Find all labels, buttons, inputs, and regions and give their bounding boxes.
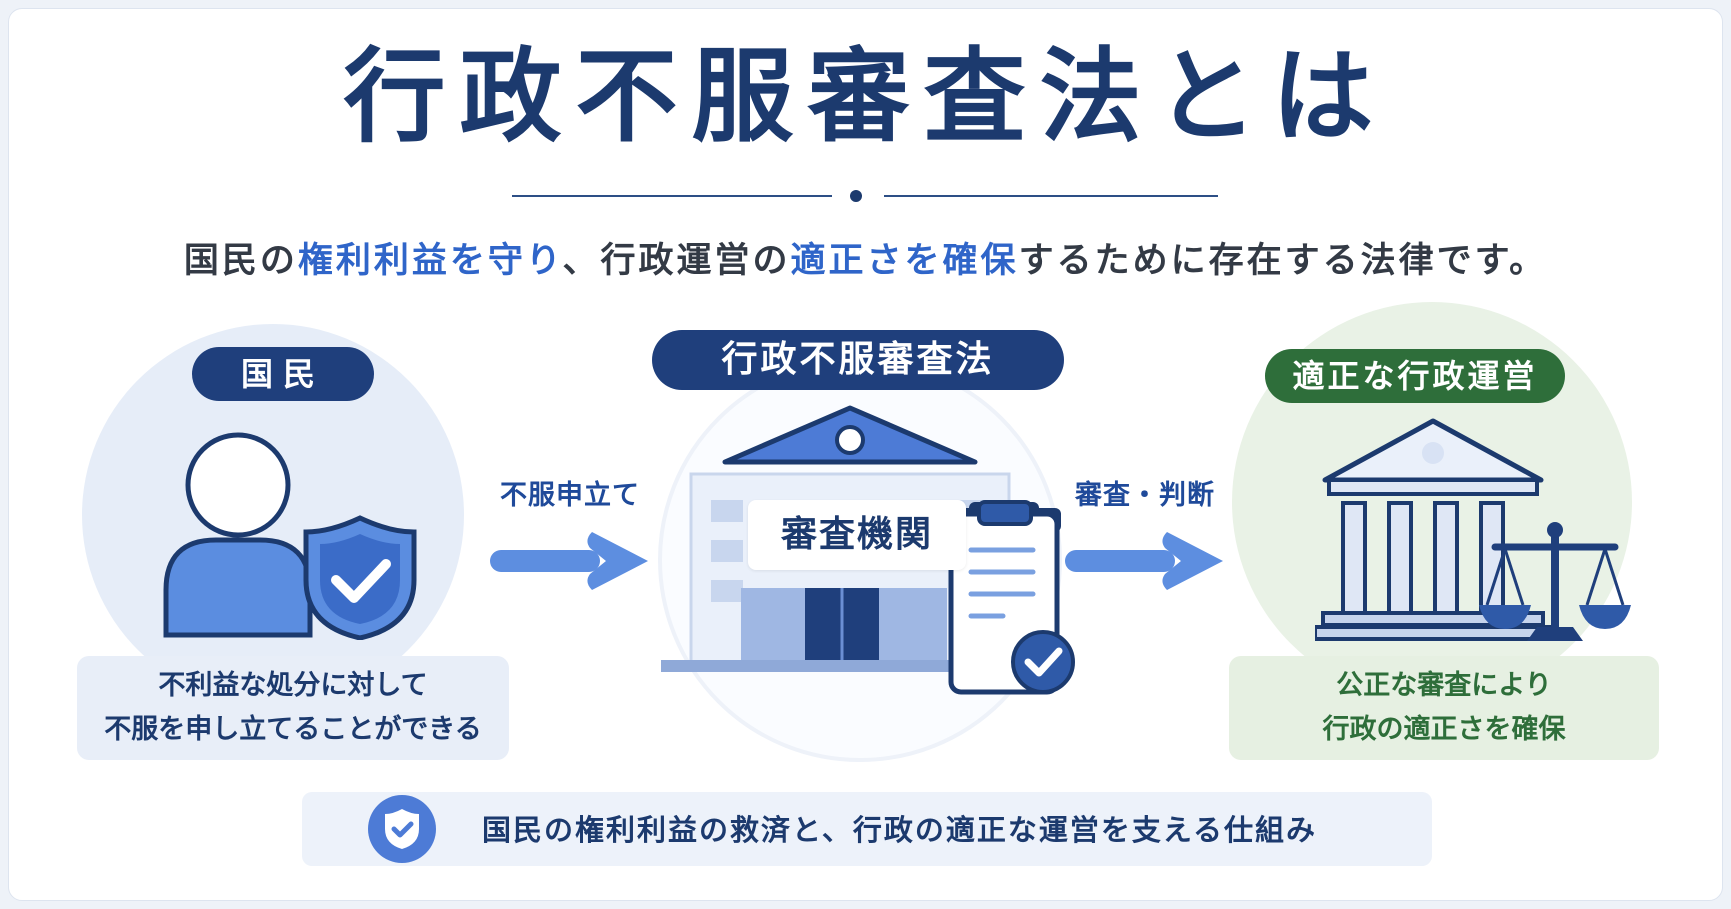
review-body-sign: 審査機関 <box>748 500 966 570</box>
citizen-description-line-2: 不服を申し立てることができる <box>104 714 482 745</box>
subtitle-highlight-1: 権利利益を守り <box>297 241 563 281</box>
page-title: 行政不服審査法とは <box>343 38 1388 157</box>
person-shield-icon <box>163 432 417 640</box>
arrow-right-icon <box>490 532 648 590</box>
administration-pill: 適正な行政運営 <box>1265 349 1565 403</box>
citizen-pill: 国民 <box>192 347 374 401</box>
shield-check-icon <box>368 795 436 863</box>
title-divider-dot <box>850 190 862 202</box>
courthouse-scales-icon <box>1315 418 1631 641</box>
arrow-right-icon <box>1065 532 1223 590</box>
citizen-description: 不利益な処分に対して 不服を申し立てることができる <box>77 656 509 760</box>
summary-banner <box>302 792 1432 866</box>
administration-description: 公正な審査により 行政の適正さを確保 <box>1229 656 1659 760</box>
administration-description-line-1: 公正な審査により <box>1336 670 1552 701</box>
subtitle-part-1: 国民の <box>183 241 298 281</box>
title-divider-left <box>512 195 832 197</box>
administration-description-line-2: 行政の適正さを確保 <box>1322 714 1566 745</box>
summary-text: 国民の権利利益の救済と、行政の適正な運営を支える仕組み <box>482 813 1317 847</box>
government-building-icon <box>661 405 1075 695</box>
title-divider-right <box>884 195 1218 197</box>
citizen-description-line-1: 不利益な処分に対して <box>158 670 428 701</box>
arrow-label-review: 審査・判断 <box>1075 480 1215 511</box>
subtitle-part-3: するために存在する法律です。 <box>1018 241 1548 281</box>
subtitle: 国民の権利利益を守り、行政運営の適正さを確保するために存在する法律です。 <box>0 236 1731 286</box>
arrow-label-appeal: 不服申立て <box>500 480 640 511</box>
law-pill: 行政不服審査法 <box>652 330 1064 390</box>
subtitle-part-2: 、行政運営の <box>562 241 791 281</box>
subtitle-highlight-2: 適正さを確保 <box>790 241 1019 281</box>
